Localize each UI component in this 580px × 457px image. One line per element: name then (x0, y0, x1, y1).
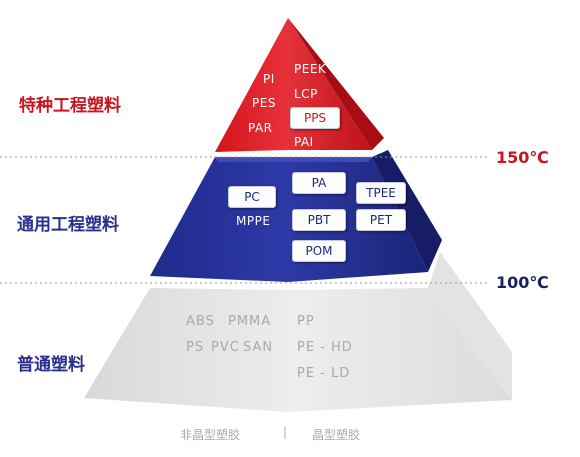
common-tier-right-face (288, 288, 512, 412)
chip-pbt: PBT (292, 209, 346, 231)
bottom-left-item: PS (186, 340, 205, 355)
bottom-left-item: ABS (186, 314, 215, 329)
bottom-right-item: PE - HD (297, 340, 353, 355)
top-right-item: LCP (294, 87, 318, 101)
chip-pa: PA (292, 172, 346, 194)
general-tier-top-highlight (215, 157, 372, 162)
threshold-150-label: 150℃ (496, 148, 549, 167)
top-right-item: PAI (294, 135, 314, 149)
top-right-item: PEEK (294, 62, 327, 76)
chip-pc: PC (228, 186, 276, 208)
top-left-item: PAR (248, 121, 273, 135)
bottom-right-item: PP (297, 314, 315, 329)
special-tier-label: 特种工程塑料 (19, 96, 121, 116)
common-tier-right-edge (428, 252, 512, 400)
chip-pps: PPS (290, 107, 340, 129)
footer-separator: | (283, 425, 288, 439)
mppe-item: MPPE (236, 214, 271, 228)
chip-pet: PET (356, 209, 406, 231)
special-tier-right-edge (288, 18, 384, 150)
general-tier-label: 通用工程塑料 (17, 215, 119, 235)
special-tier-left-face (215, 18, 288, 152)
bottom-right-item: PE - LD (297, 366, 351, 381)
common-tier-left-face (84, 288, 288, 412)
chip-pom: POM (292, 240, 346, 262)
bottom-left-item: PVC (211, 340, 240, 355)
top-left-item: PI (263, 72, 275, 86)
amorphous-label: 非晶型塑胶 (180, 428, 241, 442)
threshold-100-label: 100℃ (496, 273, 549, 292)
crystalline-label: 晶型塑胶 (312, 428, 361, 442)
common-tier-label: 普通塑料 (17, 355, 85, 375)
bottom-left-item: SAN (243, 340, 274, 355)
general-tier-right-edge (372, 150, 442, 272)
top-left-item: PES (252, 96, 276, 110)
chip-tpee: TPEE (356, 182, 406, 204)
bottom-left-item: PMMA (228, 314, 272, 329)
